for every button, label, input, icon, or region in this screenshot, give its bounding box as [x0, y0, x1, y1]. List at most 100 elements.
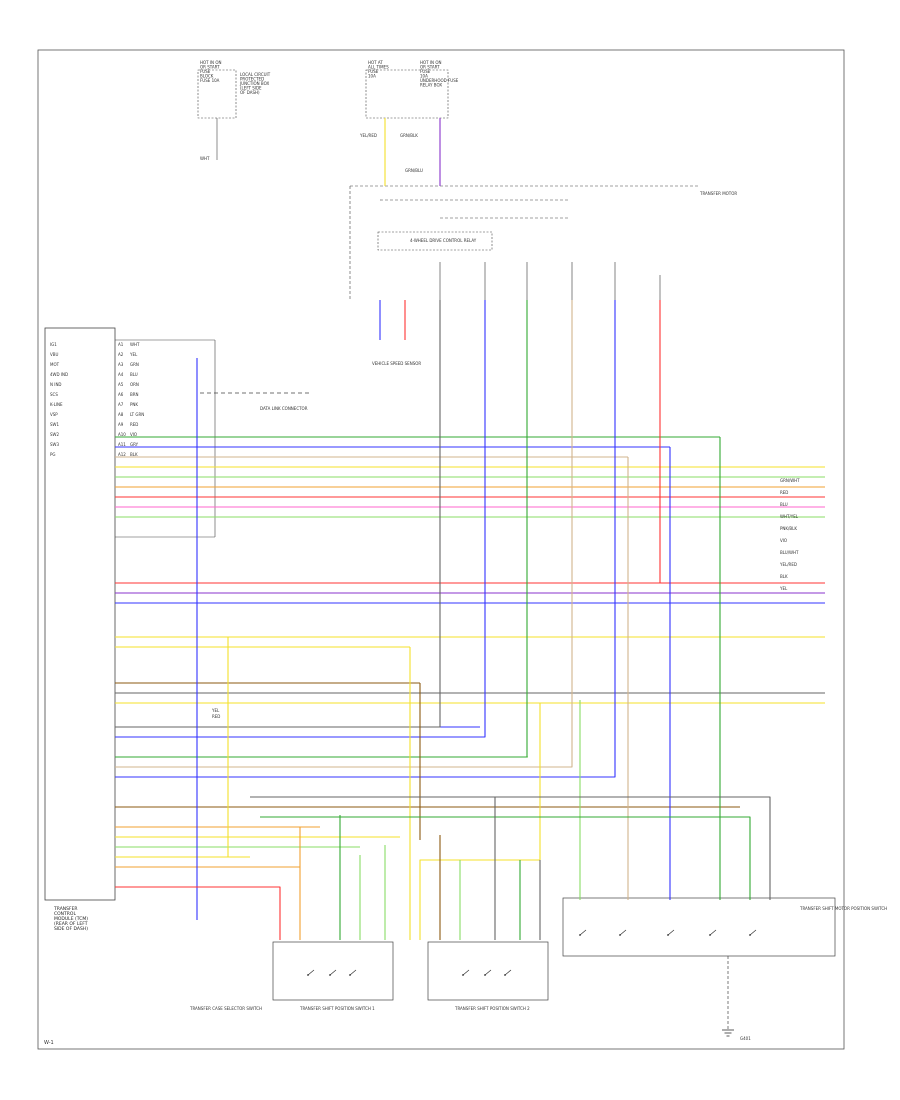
- tcm-pin-color: BLK: [130, 452, 138, 457]
- sw-contact-9: [667, 929, 675, 936]
- left-fuse-desc-line-1: PROTECTED: [240, 77, 264, 82]
- left-fuse-label-line-2: FUSE: [200, 69, 211, 74]
- relay-drop: [115, 300, 573, 768]
- transfer-motor-label: TRANSFER MOTOR: [699, 191, 737, 196]
- tcm-pin-id: A7: [118, 402, 124, 407]
- left-fuse-label-line-3: BLOCK: [200, 74, 214, 79]
- sw-contact-7-contact: [579, 934, 581, 936]
- sw-contact-7: [579, 929, 587, 936]
- sw-contact-9-contact: [667, 934, 669, 936]
- ground-label: G401: [740, 1036, 751, 1041]
- left-fuse-desc-line-0: LOCAL CIRCUIT: [240, 72, 271, 77]
- right-fuse-label-a-line-0: HOT AT: [368, 60, 383, 65]
- tcm-pin-id: A5: [118, 382, 124, 387]
- tcm-pin-id: A11: [118, 442, 126, 447]
- position-switch-1-label: TRANSFER SHIFT POSITION SWITCH 1: [299, 1006, 375, 1011]
- mid-label-1: RED: [212, 714, 220, 719]
- tcm-pin-name: VSP: [50, 412, 58, 417]
- edge-label-9: YEL: [779, 586, 788, 591]
- tcm-pin-color: ORN: [130, 382, 139, 387]
- switch-feed: [115, 886, 281, 940]
- tcm-pin-color: VIO: [130, 432, 137, 437]
- sw-contact-6-contact: [504, 974, 506, 976]
- edge-label-3: WHT/YEL: [780, 514, 799, 519]
- mid-label-0: YEL: [211, 708, 220, 713]
- sw-contact-2: [329, 969, 337, 976]
- tcm-pin-id: A3: [118, 362, 124, 367]
- left-fuse-desc-line-3: (LEFT SIDE: [240, 86, 262, 91]
- tcm-pin-color: PNK: [130, 402, 138, 407]
- tcm-pin-name: K-LINE: [50, 402, 63, 407]
- tcm-name-line-4: SIDE OF DASH): [54, 926, 88, 932]
- edge-label-5: VIO: [780, 538, 787, 543]
- tcm-pin-id: A2: [118, 352, 124, 357]
- edge-label-8: BLK: [780, 574, 788, 579]
- tcm-pin-name: IG1: [50, 342, 57, 347]
- tcm-pin-name: SW3: [50, 442, 59, 447]
- sw-contact-10: [709, 929, 717, 936]
- tcm-pin-id: A4: [118, 372, 124, 377]
- tcm-pin-name: VBU: [50, 352, 58, 357]
- sw-contact-3: [349, 969, 357, 976]
- tcm-name-line-2: MODULE (TCM): [54, 916, 88, 922]
- selector-label: TRANSFER CASE SELECTOR SWITCH: [189, 1006, 262, 1011]
- relay-drop: [115, 300, 616, 778]
- control-relay-label: 4-WHEEL DRIVE CONTROL RELAY: [410, 238, 477, 243]
- right-fuse-box: [365, 69, 449, 119]
- position-switch-2-label: TRANSFER SHIFT POSITION SWITCH 2: [454, 1006, 530, 1011]
- tcm-pin-color: WHT: [130, 342, 140, 347]
- edge-label-7: YEL/RED: [779, 562, 797, 567]
- switch-feed: [419, 703, 541, 940]
- sw-contact-1: [307, 969, 315, 976]
- sw-contact-8: [619, 929, 627, 936]
- tcm-name-line-3: (REAR OF LEFT: [54, 921, 88, 927]
- edge-label-0: GRN/WHT: [780, 478, 800, 483]
- tcm-pin-id: A8: [118, 412, 124, 417]
- left-fuse-label-line-1: OR START: [200, 65, 220, 70]
- sw-contact-2-contact: [329, 974, 331, 976]
- sw-contact-5: [484, 969, 492, 976]
- right-fuse-label-b-line-3: 10A: [420, 74, 428, 79]
- relay-drop: [115, 300, 528, 758]
- switch-feed: [250, 796, 771, 900]
- sw-contact-11-contact: [749, 934, 751, 936]
- switch-box-1: [272, 941, 394, 1001]
- left-fuse-desc-line-4: OF DASH): [240, 90, 260, 95]
- relay-drop: [115, 300, 441, 728]
- right-fuse-label-b-line-5: RELAY BOX: [420, 83, 442, 88]
- edge-label-6: BLU/WHT: [780, 550, 799, 555]
- right-fuse-label-a-line-2: FUSE: [368, 69, 379, 74]
- switch-layer: [307, 929, 757, 976]
- sw-contact-6: [504, 969, 512, 976]
- switch-box-2: [427, 941, 549, 1001]
- tcm-pin-id: A1: [118, 342, 124, 347]
- tcm-pin-name: 4WD IND: [50, 372, 68, 377]
- sw-contact-1-contact: [307, 974, 309, 976]
- tcm-name-line-0: TRANSFER: [53, 906, 78, 912]
- sw-contact-8-contact: [619, 934, 621, 936]
- right-fuse-label-b-line-4: UNDERHOOD FUSE: [420, 78, 459, 83]
- edge-label-1: RED: [780, 490, 788, 495]
- tcm-pin-name: SW2: [50, 432, 59, 437]
- tcm-pin-name: PG: [50, 452, 56, 457]
- switch-3-label: TRANSFER SHIFT MOTOR POSITION SWITCH: [799, 906, 887, 911]
- data-link-label: DATA LINK CONNECTOR: [260, 406, 308, 411]
- tcm-pin-name: SCS: [50, 392, 58, 397]
- tcm-pin-id: A12: [118, 452, 126, 457]
- tcm-pin-id: A6: [118, 392, 124, 397]
- tcm-pin-id: A9: [118, 422, 124, 427]
- tcm-pin-color: GRY: [130, 442, 139, 447]
- sw-contact-11: [749, 929, 757, 936]
- control-relay-box: [377, 231, 493, 251]
- diagram-frame: [37, 49, 845, 1050]
- left-fuse-desc-line-2: JUNCTION BOX: [239, 81, 269, 86]
- footer-code: W-1: [44, 1040, 54, 1046]
- tcm-pin-color: BLU: [130, 372, 138, 377]
- sw-contact-10-contact: [709, 934, 711, 936]
- tcm-pin-name: N IND: [50, 382, 62, 387]
- wire-layer: [115, 118, 825, 940]
- edge-label-4: PNK/BLK: [780, 526, 797, 531]
- tcm-pin-name: SW1: [50, 422, 59, 427]
